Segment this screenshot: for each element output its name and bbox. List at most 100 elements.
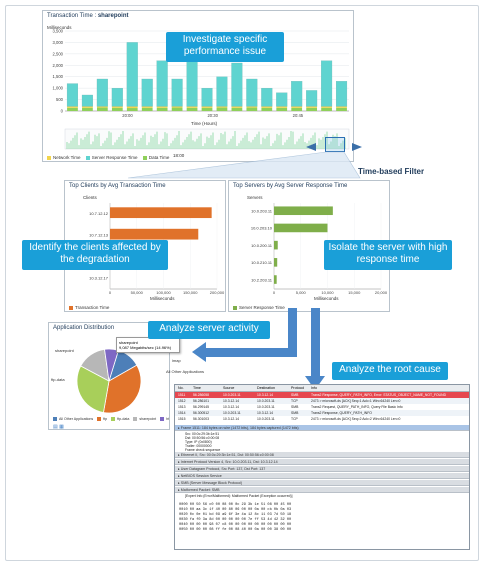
x-tick-label: 0 <box>109 290 112 295</box>
time-filter-arrow-right <box>352 143 362 151</box>
bar-segment-data-time <box>171 107 183 111</box>
bar <box>110 207 212 219</box>
legend-network-swatch <box>47 155 51 160</box>
bar-segment-network-time <box>186 106 198 108</box>
time-filter-selection[interactable] <box>325 137 345 152</box>
x-tick-label: 20:30 <box>207 113 218 118</box>
packet-cell-proto: SMB <box>291 393 299 397</box>
y-tick-label: 3,000 <box>53 40 64 45</box>
y-tick-label: 500 <box>56 97 64 102</box>
packet-cell-src: 10.0.203.11 <box>223 411 241 415</box>
servers-legend-swatch <box>233 305 237 310</box>
category-label: 10.3.12.17 <box>89 275 109 280</box>
hex-line: 0020 0c 0e 01 bd 09 a9 6f 3e 4a 12 8c 11… <box>179 513 292 517</box>
bar-segment-server-response-time <box>126 42 138 107</box>
packet-cell-dst: 10.0.203.11 <box>257 399 275 403</box>
detail-band[interactable]: ▸ User Datagram Protocol, Src Port: 137,… <box>175 466 469 472</box>
packet-cell-no: 1511 <box>178 393 186 397</box>
bar <box>274 275 277 284</box>
bar-segment-network-time <box>321 106 332 108</box>
application-distribution-panel: Application Distribution sharepoint ftp-… <box>48 322 170 430</box>
packet-cell-src: 10.3.12.14 <box>223 417 240 421</box>
packet-cell-time: 56.286058 <box>193 393 210 397</box>
col-source[interactable]: Source <box>223 386 235 390</box>
pie-label-ftp-data: ftp-data <box>51 377 65 382</box>
hex-line: 0000 00 50 56 c0 00 08 00 0c 29 3b 1e 51… <box>179 503 292 507</box>
bar-segment-data-time <box>306 107 318 111</box>
packet-cell-no: 1512 <box>178 399 186 403</box>
packet-cell-info: 2473 > microsoft-ds [ACK] Seq=1 Ack=1 Wi… <box>311 399 401 403</box>
bar <box>110 228 199 240</box>
bar-segment-data-time <box>111 107 123 111</box>
bar-segment-network-time <box>156 106 168 108</box>
bar <box>274 258 278 267</box>
callout-root-cause: Analyze the root cause <box>332 362 448 380</box>
category-label: 10.7.12.12 <box>89 211 109 216</box>
category-label: 10.0.200.11 <box>251 243 273 248</box>
bar-segment-server-response-time <box>335 81 348 107</box>
packet-cell-dst: 10.3.12.14 <box>257 393 274 397</box>
packet-cell-src: 10.3.12.14 <box>223 399 240 403</box>
pie-legend: All Other Applications ftp ftp-data shar… <box>53 417 170 422</box>
detail-band[interactable]: ▸ Internet Protocol Version 4, Src: 10.0… <box>175 459 469 465</box>
detail-band[interactable]: ▸ Malformed Packet: SMB <box>175 487 469 493</box>
pie-chart-icons[interactable]: ▤ ▦ <box>53 424 64 430</box>
pie-label-sharepoint: sharepoint <box>55 348 74 353</box>
col-protocol[interactable]: Protocol <box>291 386 305 390</box>
clients-title: Top Clients by Avg Transaction Time <box>69 183 166 189</box>
bar-segment-network-time <box>126 106 138 109</box>
packet-cell-time: 56.286101 <box>193 399 210 403</box>
category-label: 10.7.12.13 <box>89 232 109 237</box>
y-tick-label: 1,500 <box>53 74 64 79</box>
time-filter-label: Time-based Filter <box>358 167 425 176</box>
bar-segment-data-time <box>336 107 347 111</box>
y-tick-label: 3,500 <box>53 29 64 34</box>
arrow-servers-to-root-cause <box>311 308 320 376</box>
detail-band[interactable]: ▸ Frame 1511: 184 bytes on wire (1472 bi… <box>175 425 469 431</box>
servers-legend: Server Response Time <box>233 305 285 310</box>
category-label: 10.0.203.10 <box>251 226 273 231</box>
bar-segment-server-response-time <box>291 81 303 107</box>
detail-band[interactable]: ▸ Ethernet II, Src: 00:0c:29:3b:1e:51, D… <box>175 452 469 458</box>
col-no[interactable]: No. <box>178 386 184 390</box>
bar-segment-data-time <box>201 107 213 111</box>
servers-title: Top Servers by Avg Server Response Time <box>233 183 348 189</box>
col-time[interactable]: Time <box>193 386 201 390</box>
col-info[interactable]: Info <box>311 386 317 390</box>
pie-legend-other: All Other Applications <box>59 417 94 421</box>
panel-title-label: Transaction Time : <box>47 13 97 19</box>
bar <box>274 240 278 250</box>
bar-segment-network-time <box>291 106 303 108</box>
clients-x-unit: Milliseconds <box>150 296 175 301</box>
pie-legend-sharepoint: sharepoint <box>139 417 157 421</box>
detail-tree-line: Trailer: 00000000 <box>185 444 212 448</box>
pie-tooltip-value: 9,087 Megabits/sec (14.96%) <box>119 345 172 350</box>
bar-segment-network-time <box>111 106 123 108</box>
x-tick-label: 5,000 <box>296 290 307 295</box>
x-tick-label: 150,000 <box>183 290 198 295</box>
packet-details: ▸ Frame 1511: 184 bytes on wire (1472 bi… <box>175 425 469 501</box>
bar-segment-data-time <box>216 107 228 111</box>
callout-identify: Identify the clients affected by the deg… <box>22 240 168 270</box>
bar-segment-server-response-time <box>156 60 168 107</box>
detail-band[interactable]: ▸ SMB (Server Message Block Protocol) <box>175 480 469 486</box>
bar-segment-data-time <box>82 107 93 111</box>
pie-slice-ftp-data <box>76 365 110 413</box>
pie-legend-http: http <box>166 417 170 421</box>
bar-segment-network-time <box>216 106 228 108</box>
category-label: 10.0.203.11 <box>251 208 273 213</box>
clients-legend-label: Transaction Time <box>75 305 110 310</box>
callout-investigate: Investigate specific performance issue <box>166 32 284 62</box>
detail-band[interactable]: ▸ NetBIOS Session Service <box>175 473 469 479</box>
col-destination[interactable]: Destination <box>257 386 275 390</box>
time-filter-arrow-left <box>306 143 316 151</box>
